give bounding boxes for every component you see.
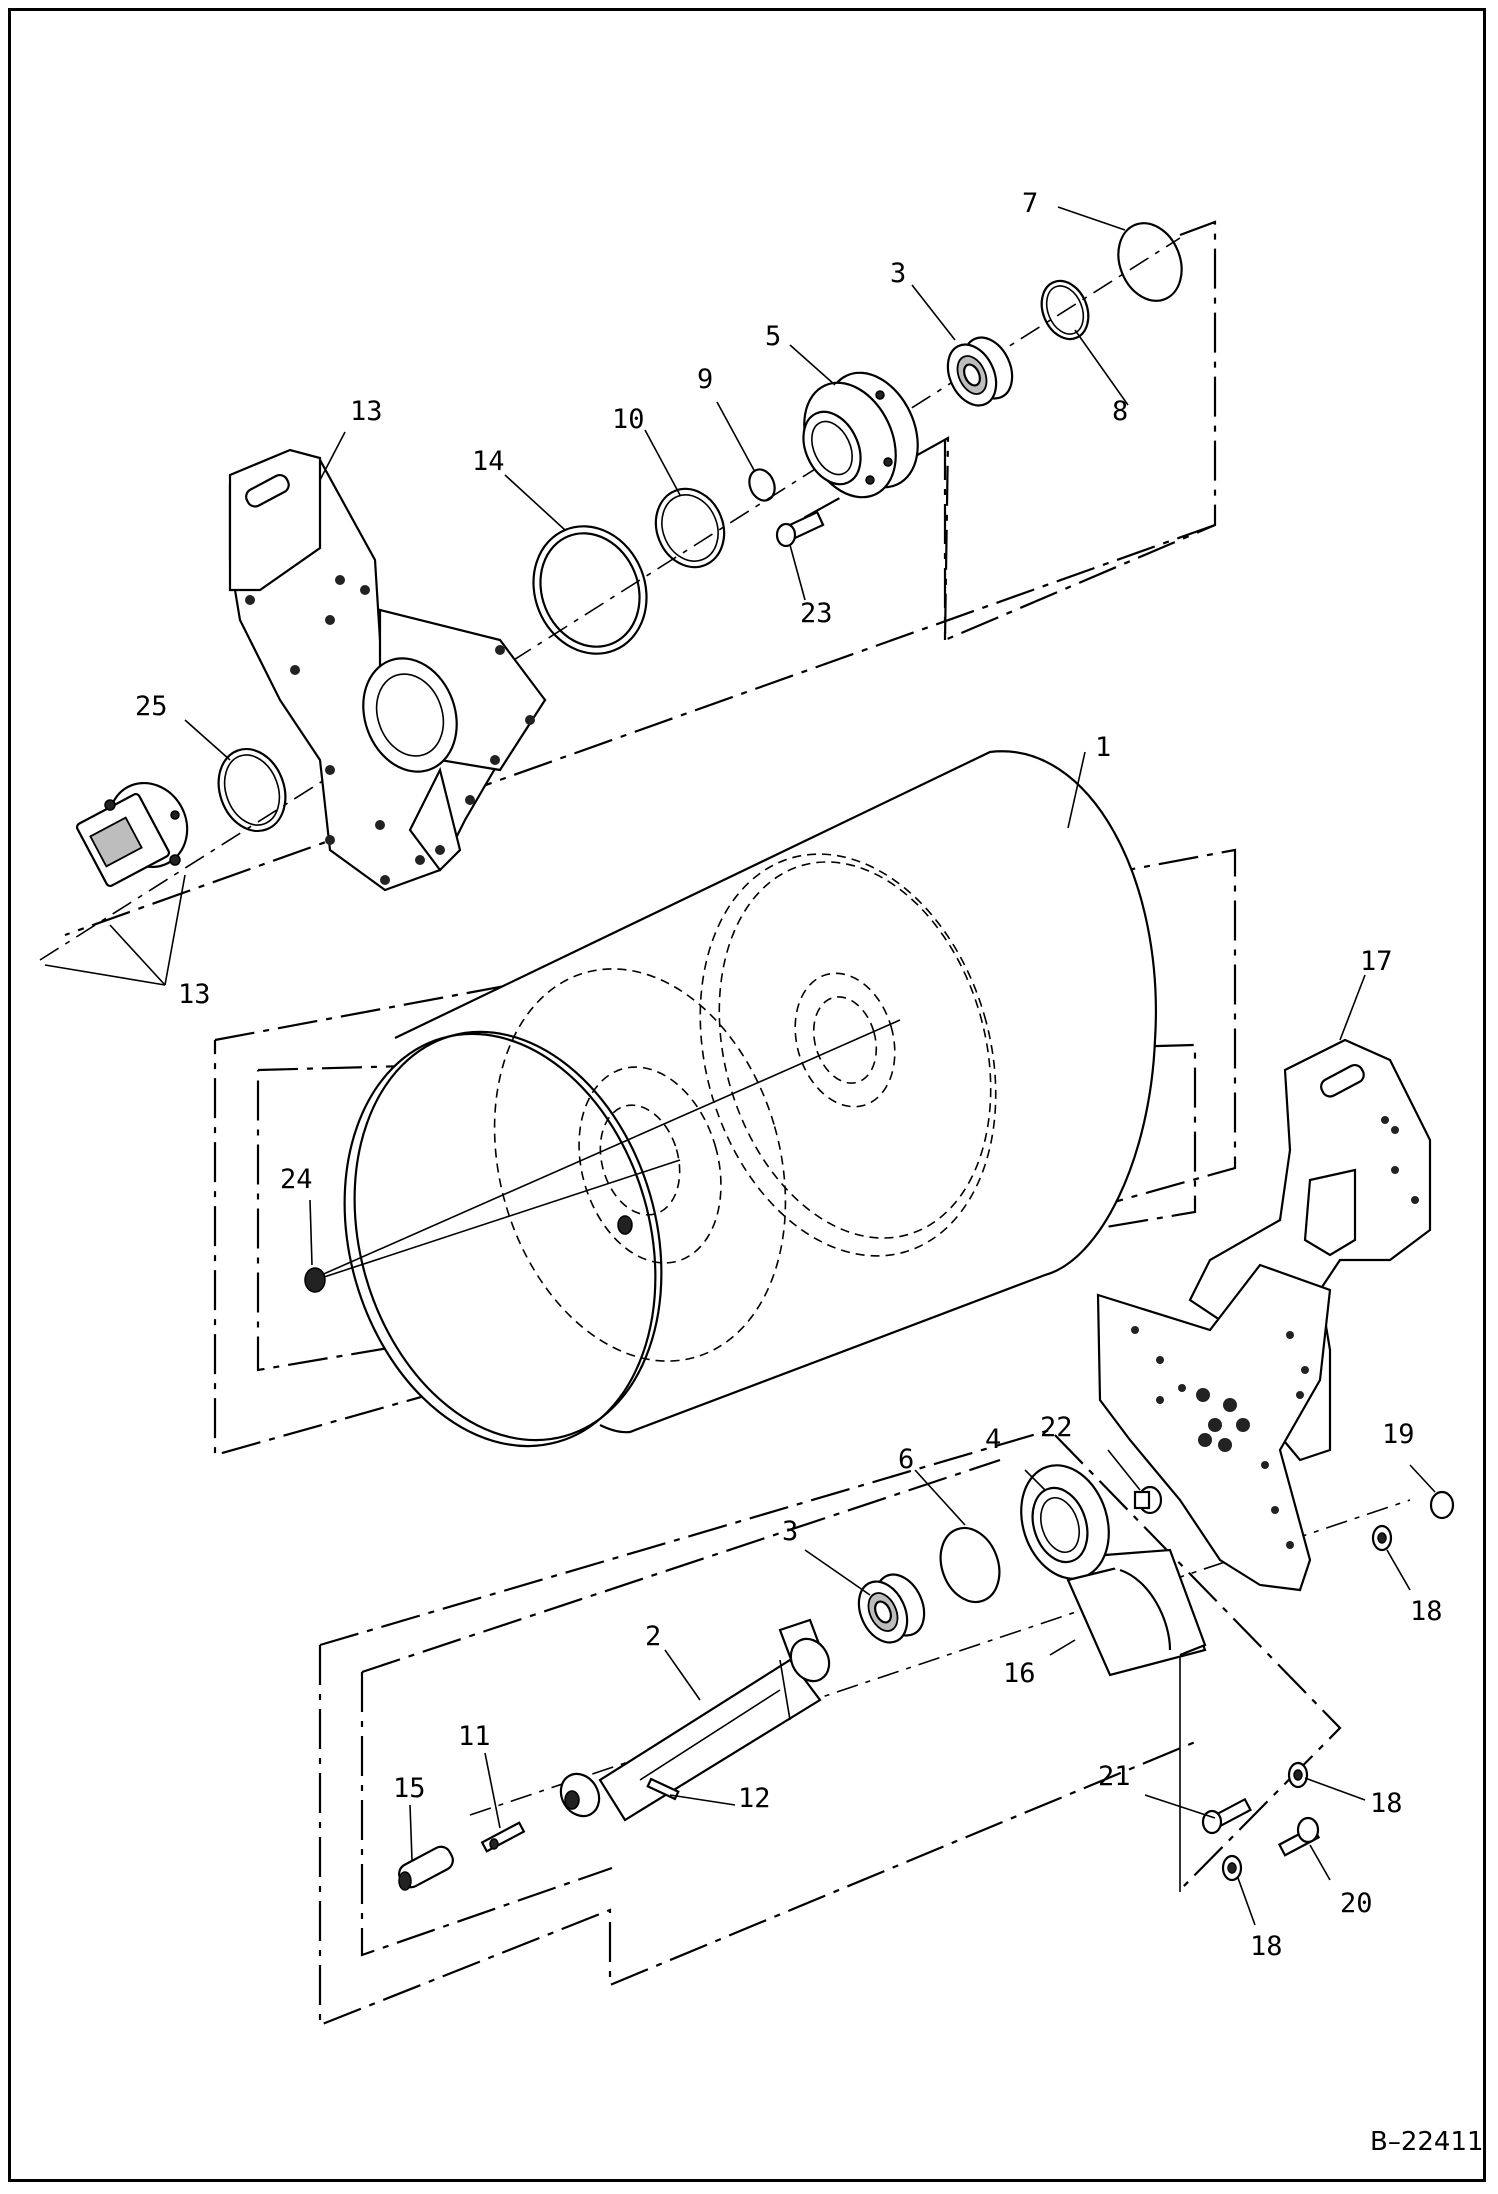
snap-ring-part-9 [748,468,776,502]
washer-part-18-right [1371,1524,1393,1552]
callout-15: 15 [393,1773,426,1804]
plug-part-22 [1133,1485,1163,1515]
washer-part-18-middle [1287,1761,1309,1789]
callout-12: 12 [738,1783,771,1814]
callout-11: 11 [458,1721,491,1752]
callout-13-upper: 13 [350,396,383,427]
drawing-number: B–22411 [1370,2127,1484,2157]
callout-24: 24 [280,1164,313,1195]
drawing-frame [8,8,1486,2182]
snap-ring-part-25 [217,747,287,833]
flange-part-4 [1020,1464,1110,1580]
callout-19: 19 [1382,1419,1415,1450]
retaining-ring-part-8 [1040,279,1090,341]
callout-17: 17 [1360,946,1393,977]
callout-18-right: 18 [1410,1596,1443,1627]
o-ring-part-6 [939,1526,1001,1604]
callout-9: 9 [697,364,713,395]
callout-22: 22 [1040,1412,1073,1443]
callout-18-middle: 18 [1370,1788,1403,1819]
shaft-part-2 [559,1618,831,1822]
bolt-part-20 [1277,1816,1321,1857]
bearing-part-3-lower [857,1573,926,1644]
callout-3-lower: 3 [782,1516,798,1547]
plate-part-16 [1066,1548,1207,1677]
leader-lines [44,206,1436,1926]
o-ring-part-7 [1117,222,1183,302]
bolt-part-23 [775,510,825,548]
pin-part-11 [480,1821,526,1853]
callout-21: 21 [1098,1761,1131,1792]
callout-6: 6 [898,1444,914,1475]
callout-4: 4 [985,1424,1001,1455]
motor-part-13 [75,781,189,888]
callout-25: 25 [135,691,168,722]
sleeve-part-15 [398,1845,454,1891]
callout-13-lower: 13 [178,979,211,1010]
nut-part-24 [304,1215,633,1293]
callout-23: 23 [800,598,833,629]
callout-18-lower: 18 [1250,1931,1283,1962]
callout-2: 2 [645,1621,661,1652]
callout-5: 5 [765,321,781,352]
callout-1: 1 [1095,732,1111,763]
callout-8: 8 [1112,396,1128,427]
callout-3-upper: 3 [890,258,906,289]
housing-part-5 [802,371,919,499]
bracket-part-17 [1096,1038,1432,1592]
drum-part-1 [309,750,1157,1448]
bearing-part-3-upper [946,336,1014,407]
bolt-part-21 [1201,1797,1252,1835]
callout-7: 7 [1022,188,1038,219]
callout-14: 14 [472,446,505,477]
bracket-part-13 [228,448,547,892]
seal-part-14 [532,525,648,655]
callout-16: 16 [1003,1658,1036,1689]
washer-part-18-lower [1221,1854,1243,1882]
callout-labels: 7 3 5 9 8 13 10 14 23 25 1 13 17 24 22 4… [135,188,1443,1962]
callout-10: 10 [612,404,645,435]
ring-part-10 [654,487,726,569]
callout-20: 20 [1340,1888,1373,1919]
nut-part-19 [1429,1490,1455,1520]
